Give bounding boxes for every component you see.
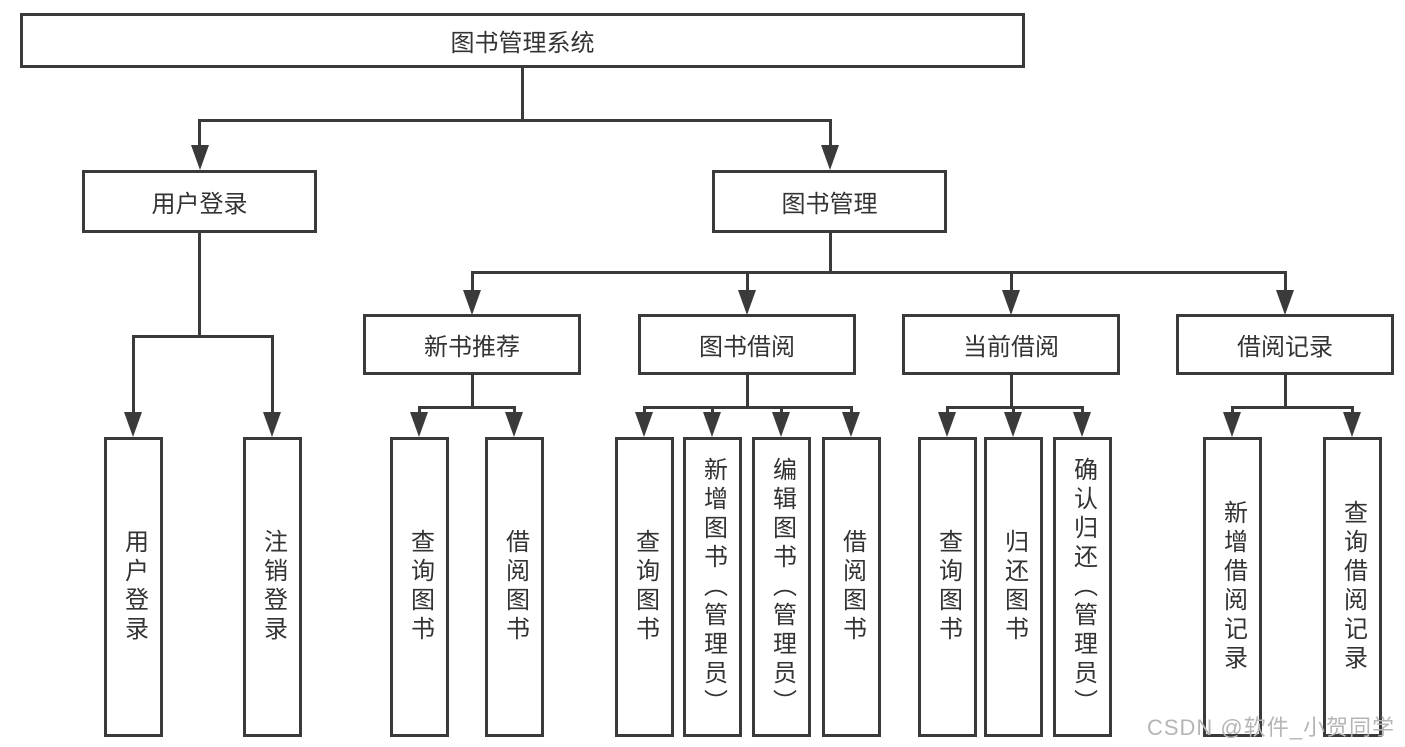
connector-line xyxy=(1010,375,1013,409)
connector-arrow-down xyxy=(842,412,860,437)
connector-arrow-down xyxy=(263,412,281,437)
connector-arrow-down xyxy=(1223,412,1241,437)
leaf-query-books-current: 查询图书 xyxy=(918,437,977,737)
connector-line xyxy=(1284,271,1287,293)
leaf-add-borrow-record: 新增借阅记录 xyxy=(1203,437,1262,737)
connector-arrow-down xyxy=(821,145,839,170)
connector-line xyxy=(132,335,135,415)
connector-arrow-down xyxy=(1073,412,1091,437)
node-borrowing-records: 借阅记录 xyxy=(1176,314,1394,375)
connector-line xyxy=(643,406,646,416)
connector-arrow-down xyxy=(410,412,428,437)
connector-line xyxy=(746,271,749,293)
connector-line xyxy=(521,68,524,122)
leaf-edit-books-admin: 编辑图书（管理员） xyxy=(752,437,811,737)
connector-line xyxy=(418,406,516,409)
connector-line xyxy=(829,233,832,274)
connector-arrow-down xyxy=(1343,412,1361,437)
leaf-user-login: 用户登录 xyxy=(104,437,163,737)
connector-line xyxy=(1081,406,1084,416)
connector-arrow-down xyxy=(738,290,756,315)
connector-line xyxy=(1012,406,1015,416)
connector-line xyxy=(198,119,832,122)
connector-arrow-down xyxy=(463,290,481,315)
connector-line xyxy=(1231,406,1234,416)
connector-line xyxy=(829,119,832,148)
leaf-return-books: 归还图书 xyxy=(984,437,1043,737)
leaf-add-books-admin: 新增图书（管理员） xyxy=(683,437,742,737)
leaf-borrow-books-recommend: 借阅图书 xyxy=(485,437,544,737)
leaf-logout: 注销登录 xyxy=(243,437,302,737)
connector-line xyxy=(644,406,853,409)
connector-line xyxy=(198,233,201,338)
connector-arrow-down xyxy=(191,145,209,170)
connector-arrow-down xyxy=(1276,290,1294,315)
connector-line xyxy=(711,406,714,416)
connector-line xyxy=(946,406,949,416)
connector-line xyxy=(471,271,474,293)
connector-line xyxy=(946,406,1084,409)
connector-line xyxy=(471,375,474,409)
connector-line xyxy=(1351,406,1354,416)
connector-line xyxy=(1231,406,1354,409)
connector-line xyxy=(850,406,853,416)
node-new-book-recommend: 新书推荐 xyxy=(363,314,581,375)
node-book-management: 图书管理 xyxy=(712,170,947,233)
node-book-borrowing: 图书借阅 xyxy=(638,314,856,375)
connector-line xyxy=(418,406,421,416)
connector-line xyxy=(1284,375,1287,409)
connector-line xyxy=(271,335,274,415)
connector-line xyxy=(780,406,783,416)
connector-line xyxy=(471,271,1286,274)
connector-arrow-down xyxy=(635,412,653,437)
connector-arrow-down xyxy=(1004,412,1022,437)
connector-arrow-down xyxy=(938,412,956,437)
node-current-borrowing: 当前借阅 xyxy=(902,314,1120,375)
leaf-query-books-borrowing: 查询图书 xyxy=(615,437,674,737)
connector-arrow-down xyxy=(505,412,523,437)
connector-arrow-down xyxy=(124,412,142,437)
node-user-login: 用户登录 xyxy=(82,170,317,233)
connector-line xyxy=(1010,271,1013,293)
leaf-query-borrow-record: 查询借阅记录 xyxy=(1323,437,1382,737)
connector-line xyxy=(132,335,274,338)
watermark: CSDN @软件_小贺同学 xyxy=(1146,715,1395,740)
connector-arrow-down xyxy=(1002,290,1020,315)
leaf-query-books-recommend: 查询图书 xyxy=(390,437,449,737)
connector-line xyxy=(746,375,749,409)
leaf-borrow-books-borrowing: 借阅图书 xyxy=(822,437,881,737)
connector-arrow-down xyxy=(703,412,721,437)
connector-line xyxy=(513,406,516,416)
connector-arrow-down xyxy=(772,412,790,437)
connector-line xyxy=(198,119,201,148)
leaf-confirm-return-admin: 确认归还（管理员） xyxy=(1053,437,1112,737)
node-library-system: 图书管理系统 xyxy=(20,13,1025,68)
